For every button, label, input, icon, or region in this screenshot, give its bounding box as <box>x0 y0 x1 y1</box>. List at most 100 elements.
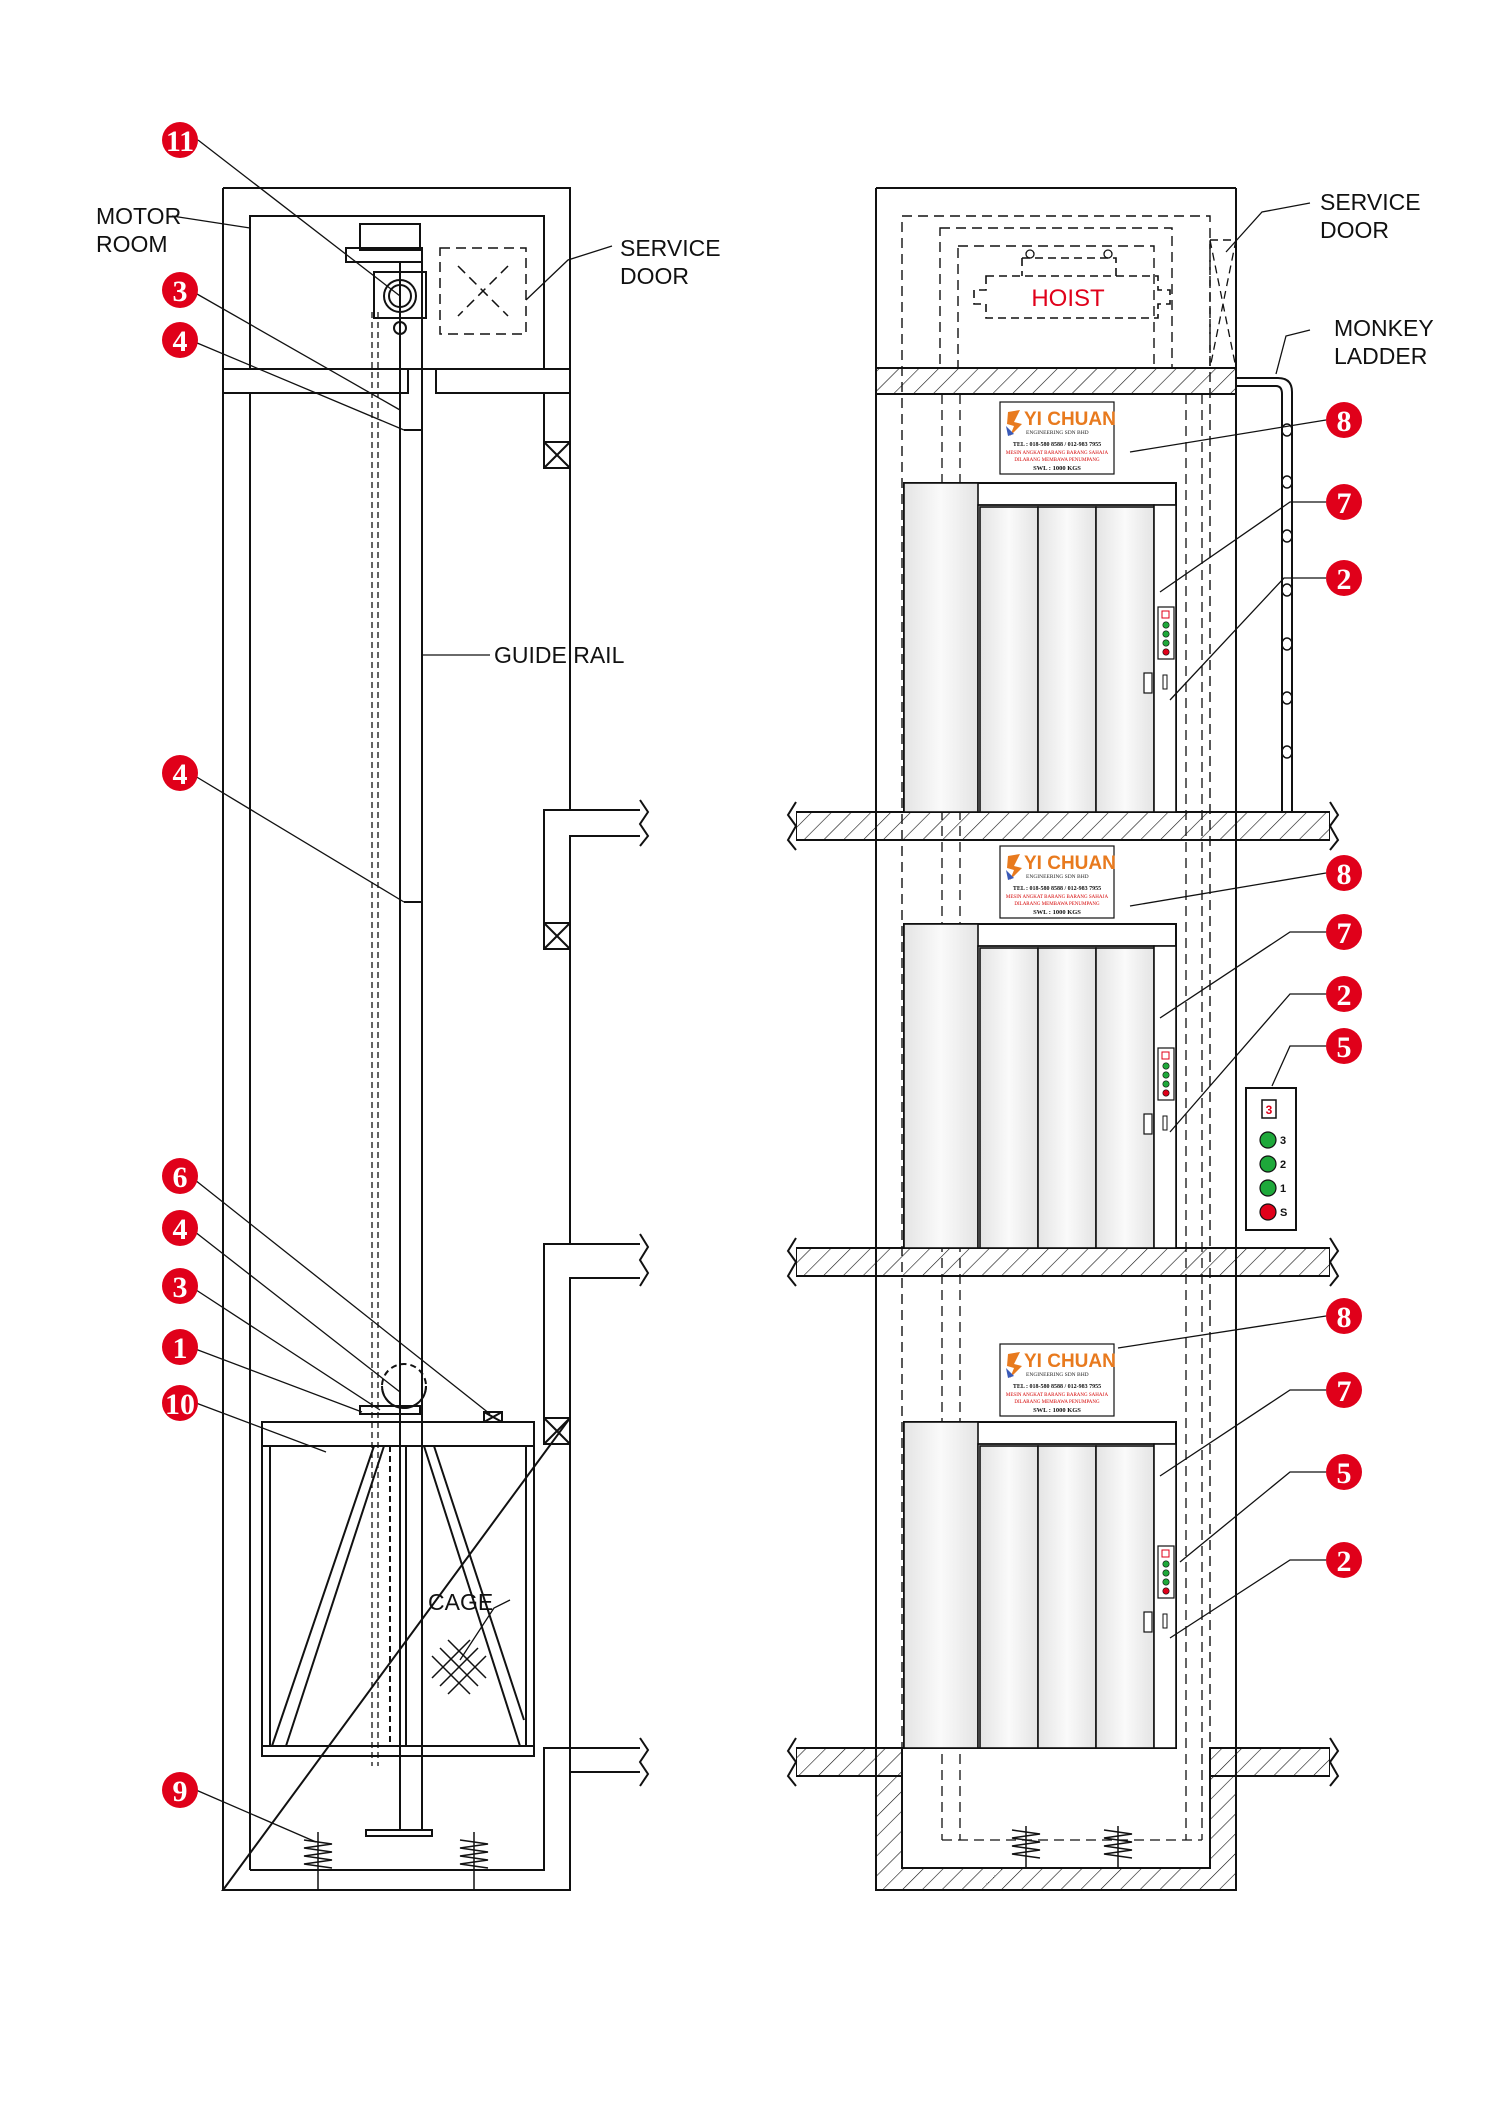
marker-circle <box>1326 1372 1362 1408</box>
service-door-right-label-2: DOOR <box>1320 217 1389 243</box>
call-button-S <box>1259 1203 1277 1221</box>
marker-m7-right-1: 7 <box>1326 484 1362 520</box>
marker-m3-left-top: 3 <box>162 272 198 308</box>
text-labels: MOTOR ROOM SERVICE DOOR GUIDE RAIL CAGE … <box>96 189 1434 1615</box>
marker-m8-right-2: 8 <box>1326 855 1362 891</box>
monkey-ladder-label-2: LADDER <box>1334 343 1427 369</box>
buffer-spring-left <box>303 1832 333 1890</box>
monkey-ladder-label-1: MONKEY <box>1334 315 1434 341</box>
marker-number: 8 <box>1337 405 1352 438</box>
left-section-view <box>221 187 650 1891</box>
marker-circle <box>1326 560 1362 596</box>
call-button-2 <box>1259 1155 1277 1173</box>
guide-rail <box>399 261 423 1831</box>
monkey-ladder <box>1236 377 1293 812</box>
company-logo-icon <box>1006 854 1022 880</box>
motor-room <box>249 215 545 370</box>
company-logo-icon <box>1006 1352 1022 1378</box>
marker-m7-right-3: 7 <box>1326 1372 1362 1408</box>
sign-text: SWL : 1000 KGS <box>1033 465 1081 472</box>
landing-stub-mid <box>543 809 640 946</box>
service-door-left-label-1: SERVICE <box>620 235 721 261</box>
marker-m9-left: 9 <box>162 1772 198 1808</box>
sign-text: DILARANG MEMBAWA PENUMPANG <box>1014 902 1100 907</box>
motor-room-label-1: MOTOR <box>96 203 181 229</box>
call-button-label: 1 <box>1280 1183 1286 1195</box>
marker-number: 4 <box>173 758 188 791</box>
marker-circle <box>1326 1028 1362 1064</box>
sign-text: ENGINEERING SDN BHD <box>1026 1372 1089 1378</box>
cage-label: CAGE <box>428 1589 493 1615</box>
door-lock <box>1162 1613 1168 1629</box>
sign-text: DILARANG MEMBAWA PENUMPANG <box>1014 1400 1100 1405</box>
left-leaders <box>171 139 613 1843</box>
motor-room-label-2: ROOM <box>96 231 168 257</box>
marker-m8-right-1: 8 <box>1326 402 1362 438</box>
marker-circle <box>1326 402 1362 438</box>
pit-outline <box>250 1747 640 1890</box>
marker-number: 8 <box>1337 1301 1352 1334</box>
cage <box>261 1421 535 1447</box>
marker-number: 6 <box>173 1161 188 1194</box>
marker-m11-left: 11 <box>162 122 198 158</box>
marker-number: 1 <box>173 1332 188 1365</box>
call-panel-display: 3 <box>1266 1103 1273 1117</box>
sign-text: YI CHUAN <box>1024 853 1116 874</box>
door-lock <box>1162 1115 1168 1131</box>
hoist-label: HOIST <box>1031 285 1105 312</box>
slab-top <box>875 367 1237 395</box>
sign-text: MESIN ANGKAT BARANG BARANG SAHAJA <box>1006 895 1109 900</box>
slab-floor-2 <box>795 811 1331 841</box>
marker-circle <box>162 1329 198 1365</box>
call-button-label: 2 <box>1280 1159 1286 1171</box>
pit-spring-2 <box>1103 1826 1133 1868</box>
pit-hatch <box>875 1775 1237 1891</box>
marker-circle <box>1326 484 1362 520</box>
marker-m6-left: 6 <box>162 1158 198 1194</box>
sign-text: MESIN ANGKAT BARANG BARANG SAHAJA <box>1006 451 1109 456</box>
marker-circle <box>1326 1298 1362 1334</box>
sign-text: ENGINEERING SDN BHD <box>1026 430 1089 436</box>
marker-circle <box>1326 1454 1362 1490</box>
marker-number: 7 <box>1337 487 1352 520</box>
left-shaft-outline <box>221 187 571 1891</box>
marker-number: 2 <box>1337 1545 1352 1578</box>
marker-m7-right-2: 7 <box>1326 914 1362 950</box>
sign-text: SWL : 1000 KGS <box>1033 1407 1081 1414</box>
marker-m4-left-top: 4 <box>162 322 198 358</box>
marker-circle <box>162 1210 198 1246</box>
marker-m2-right-3: 2 <box>1326 1542 1362 1578</box>
marker-number: 11 <box>166 125 194 158</box>
marker-number: 10 <box>165 1388 195 1421</box>
marker-m3-left-low: 3 <box>162 1268 198 1304</box>
buffer-spring-right <box>459 1832 489 1890</box>
sign-text: TEL : 018-580 8588 / 012-983 7955 <box>1013 886 1101 892</box>
hoist-unit <box>973 257 1171 319</box>
sign-text: TEL : 018-580 8588 / 012-983 7955 <box>1013 442 1101 448</box>
marker-number: 3 <box>173 275 188 308</box>
sign-text: ENGINEERING SDN BHD <box>1026 874 1089 880</box>
marker-m1-left: 1 <box>162 1329 198 1365</box>
cage-mesh-icon <box>431 1639 487 1695</box>
door-handle <box>1143 1611 1153 1633</box>
service-door-right-label-1: SERVICE <box>1320 189 1421 215</box>
marker-circle <box>162 1268 198 1304</box>
slab-floor-1 <box>795 1247 1331 1277</box>
marker-circle <box>1326 855 1362 891</box>
marker-m5-right-3: 5 <box>1326 1454 1362 1490</box>
ladder-rungs <box>1281 423 1293 759</box>
call-button-label: S <box>1280 1207 1287 1219</box>
marker-number: 2 <box>1337 979 1352 1012</box>
marker-number: 8 <box>1337 858 1352 891</box>
marker-m10-left: 10 <box>162 1385 198 1421</box>
marker-number: 7 <box>1337 1375 1352 1408</box>
marker-circle <box>162 755 198 791</box>
